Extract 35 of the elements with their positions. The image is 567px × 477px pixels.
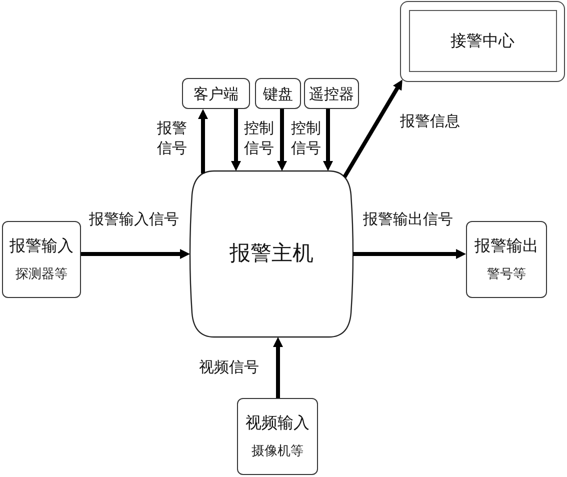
- arrow: [323, 109, 333, 171]
- box-subtitle: 探测器等: [16, 267, 68, 283]
- video-input-box: [237, 398, 318, 475]
- edge-label: 报警信号: [157, 119, 189, 158]
- input-box: [2, 221, 81, 298]
- box-title: 遥控器: [309, 84, 354, 102]
- arrow: [81, 249, 190, 259]
- arrow: [231, 109, 241, 171]
- edge-label: 报警信息: [400, 112, 460, 132]
- alarm-center-box: [408, 10, 556, 72]
- box-title: 视频输入: [246, 413, 310, 432]
- edge-label: 视频信号: [199, 358, 259, 378]
- edge-label: 控制信号: [291, 119, 323, 158]
- arrow: [198, 109, 208, 174]
- box-title: 键盘: [263, 84, 293, 102]
- box-title: 客户端: [194, 84, 238, 102]
- box-title: 报警输出: [474, 236, 538, 256]
- keyboard-box: [255, 78, 301, 109]
- box-title: 接警中心: [450, 30, 514, 50]
- box-title: 报警输入: [10, 236, 74, 256]
- output-box: [466, 221, 547, 298]
- edge-label: 报警输出信号: [363, 210, 453, 230]
- remote-box: [304, 78, 359, 109]
- box-subtitle: 摄像机等: [252, 444, 304, 460]
- arrow: [273, 337, 283, 398]
- host-unit-shape: [189, 170, 354, 338]
- arrow: [277, 109, 287, 171]
- arrow: [353, 249, 466, 259]
- edge-label: 报警输入信号: [89, 210, 179, 230]
- terminal-frame: [400, 1, 565, 82]
- arrow: [342, 80, 402, 178]
- client-box: [182, 78, 250, 109]
- host-title: 报警主机: [230, 241, 314, 267]
- box-subtitle: 警号等: [487, 267, 526, 283]
- edge-label: 控制信号: [244, 119, 276, 158]
